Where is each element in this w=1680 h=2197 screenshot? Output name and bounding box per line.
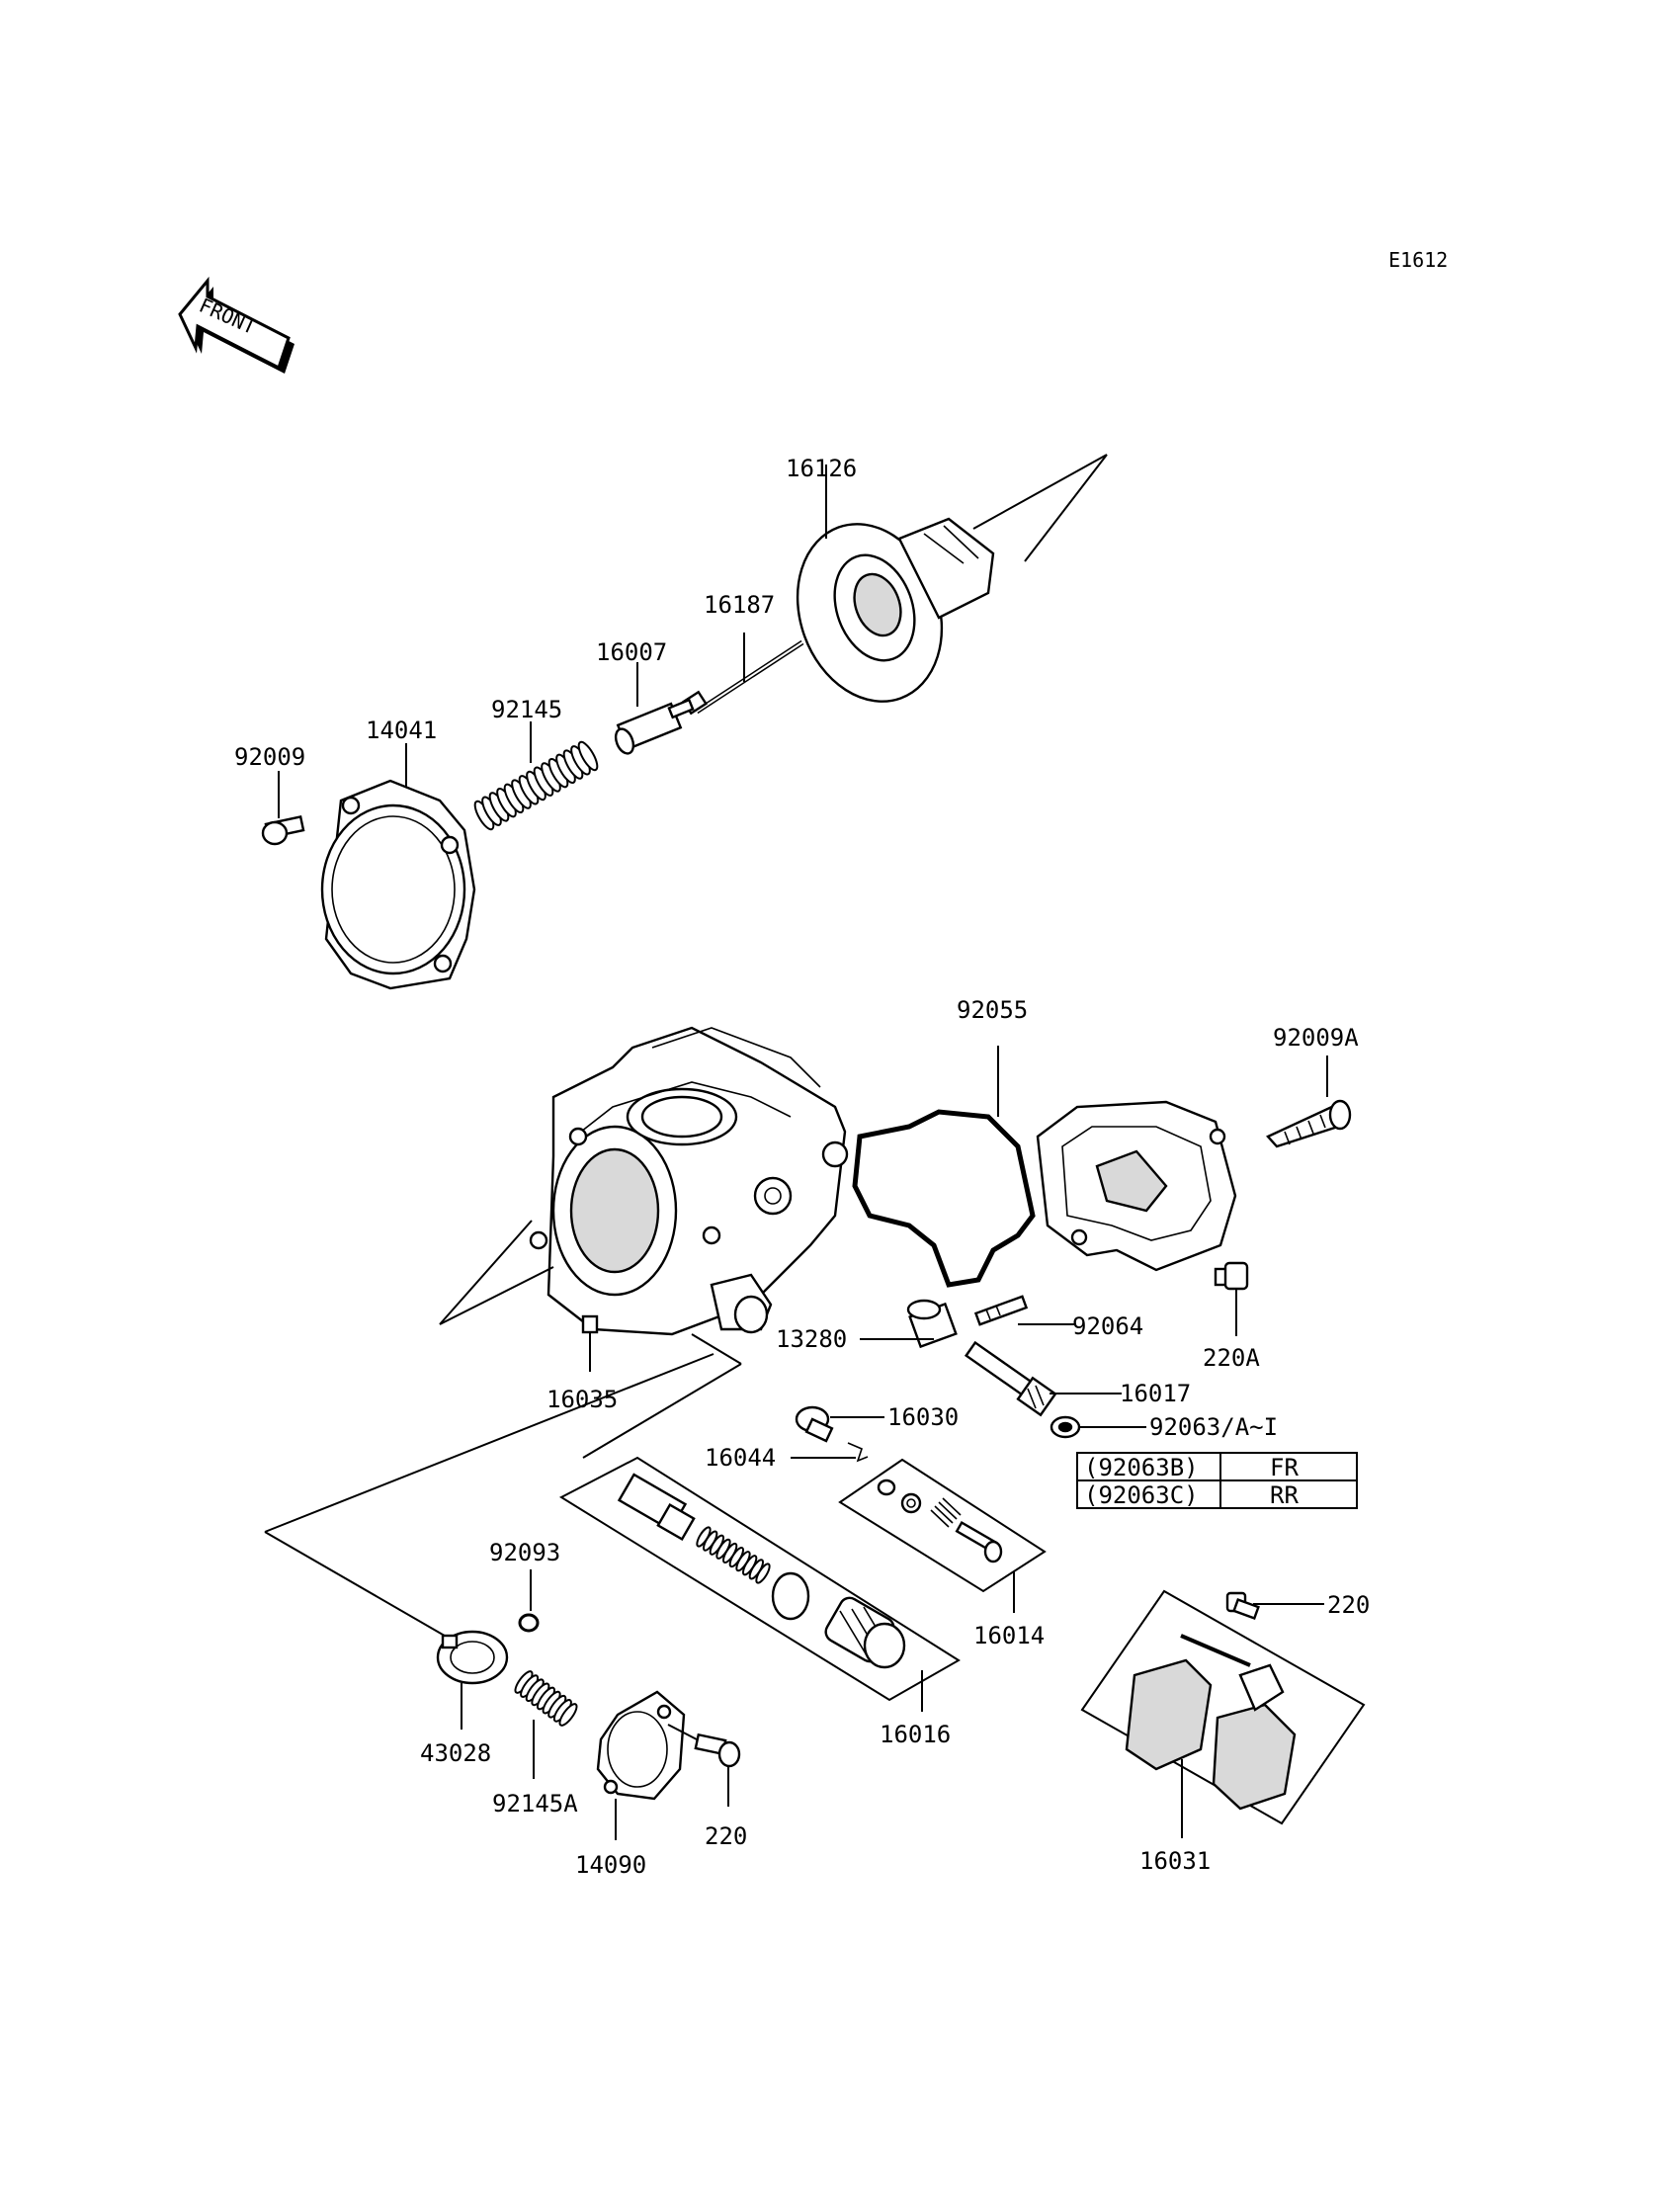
label-16017: 16017	[1120, 1380, 1191, 1407]
variant-position-0: FR	[1270, 1454, 1299, 1481]
label-16031: 16031	[1139, 1847, 1211, 1875]
label-92145A: 92145A	[492, 1790, 578, 1817]
part-92055-gasket	[852, 1109, 1036, 1288]
label-16187: 16187	[704, 591, 775, 619]
part-13280-needle-jet	[906, 1299, 958, 1349]
part-16016-choke-kit	[558, 1456, 961, 1702]
variant-code-0: (92063B)	[1084, 1454, 1199, 1481]
part-float-chamber	[1036, 1100, 1237, 1272]
label-16035: 16035	[546, 1386, 618, 1413]
part-16014-pilot-screw-kit	[838, 1458, 1047, 1593]
leader-kit-a	[582, 1363, 742, 1459]
part-14090-cover	[596, 1690, 686, 1801]
part-92145-spring	[473, 740, 599, 831]
part-16126-vacuum-piston	[796, 517, 995, 703]
part-92063-jet-variant	[1050, 1415, 1081, 1439]
part-43028-diaphragm	[436, 1630, 509, 1685]
part-92009-screw	[261, 814, 305, 846]
variant-code-1: (92063C)	[1084, 1481, 1199, 1509]
part-14041-top-cover	[320, 779, 476, 990]
leader-kit-c	[264, 1531, 451, 1640]
leader-16126-cut-b	[1024, 454, 1108, 562]
part-92064-pin	[973, 1295, 1029, 1326]
variant-position-1: RR	[1270, 1481, 1299, 1509]
label-92093: 92093	[489, 1539, 560, 1566]
label-220A: 220A	[1203, 1344, 1260, 1372]
diagram-code: E1612	[1388, 248, 1448, 272]
label-43028: 43028	[420, 1739, 491, 1767]
label-92064: 92064	[1072, 1312, 1143, 1340]
label-92063: 92063/A~I	[1149, 1413, 1278, 1441]
part-220A-screw	[1214, 1261, 1249, 1291]
part-16187-jet-needle	[681, 639, 804, 716]
leader-body-cut-b	[439, 1266, 554, 1325]
label-92009A: 92009A	[1273, 1024, 1359, 1052]
label-220-bottom: 220	[705, 1822, 747, 1850]
label-16044: 16044	[705, 1444, 776, 1472]
label-16016: 16016	[880, 1721, 951, 1748]
label-16030: 16030	[887, 1403, 959, 1431]
part-carburetor-body	[529, 1026, 849, 1336]
leader-body-to-kit	[691, 1333, 742, 1365]
part-16044-clip	[847, 1442, 869, 1463]
label-92055: 92055	[957, 996, 1028, 1024]
part-220-screw-bottom	[694, 1732, 741, 1768]
variant-table: (92063B) FR (92063C) RR	[1076, 1452, 1358, 1509]
leader-220-bottom-link	[667, 1724, 698, 1740]
leader-body-cut-a	[439, 1220, 533, 1325]
part-92093-o-ring	[518, 1613, 540, 1633]
label-16126: 16126	[786, 455, 857, 482]
label-92009: 92009	[234, 743, 305, 771]
front-arrow-icon: FRONT	[178, 276, 294, 374]
part-16030-screw	[795, 1405, 834, 1443]
leader-16126-cut-a	[972, 454, 1108, 530]
part-220-screw-right	[1225, 1591, 1260, 1620]
part-92145A-spring	[514, 1670, 578, 1727]
part-16035-plug	[581, 1314, 599, 1334]
label-92145: 92145	[491, 696, 562, 723]
label-220-right: 220	[1327, 1591, 1370, 1619]
part-16016-spring	[696, 1526, 771, 1584]
leader-kit-b	[264, 1353, 714, 1533]
part-92009A-screw	[1266, 1099, 1352, 1148]
part-16017-main-jet	[964, 1340, 1057, 1417]
label-14041: 14041	[366, 717, 437, 744]
part-16031-float-kit	[1080, 1589, 1366, 1825]
label-13280: 13280	[776, 1325, 847, 1353]
label-14090: 14090	[575, 1851, 646, 1879]
part-16007-needle-holder	[614, 698, 695, 755]
label-16007: 16007	[596, 638, 667, 666]
label-16014: 16014	[973, 1622, 1045, 1649]
